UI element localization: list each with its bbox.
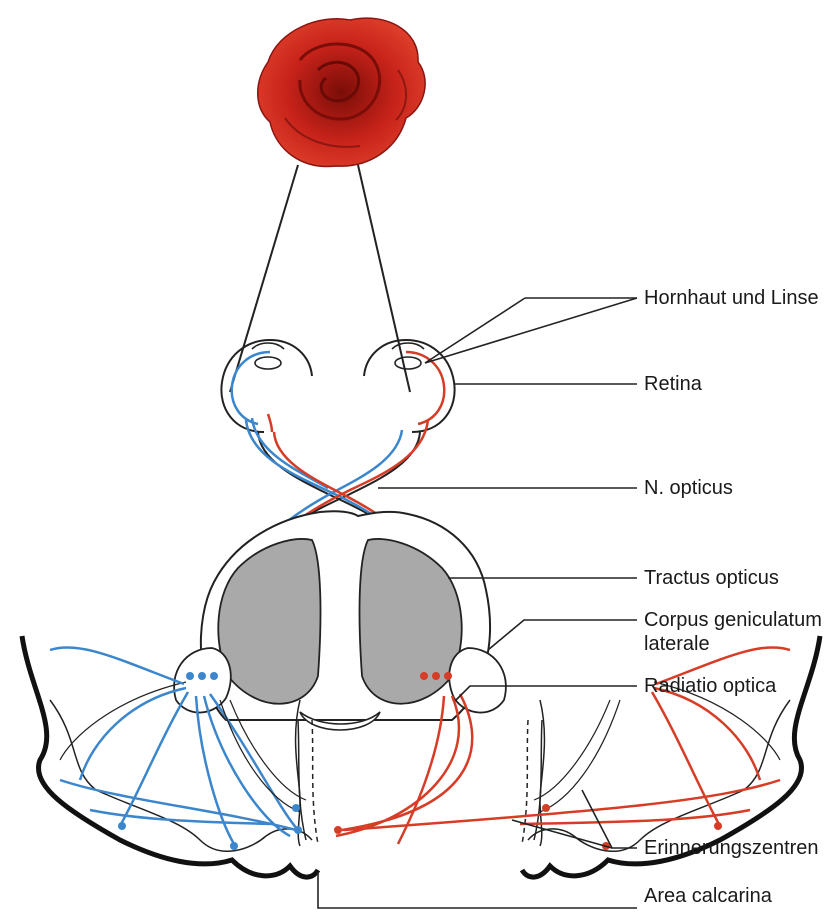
rose-image	[258, 18, 425, 166]
label-retina: Retina	[644, 372, 702, 396]
label-area-calcarina: Area calcarina	[644, 884, 772, 908]
label-hornhaut-und-linse: Hornhaut und Linse	[644, 286, 819, 310]
leader-hornhaut-3	[425, 298, 525, 363]
thalamus-region	[201, 511, 490, 730]
leader-erinnerung	[582, 790, 637, 848]
label-radiatio-optica: Radiatio optica	[644, 674, 776, 698]
label-tractus-opticus: Tractus opticus	[644, 566, 779, 590]
left-eye	[221, 340, 312, 432]
leader-area	[318, 872, 637, 908]
leader-hornhaut	[425, 298, 637, 363]
label-erinnerungszentren: Erinnerungszentren	[644, 836, 819, 860]
label-n-opticus: N. opticus	[644, 476, 733, 500]
leader-corpus	[488, 620, 637, 650]
label-corpus-geniculatum-laterale: Corpus geniculatum laterale	[644, 608, 840, 656]
